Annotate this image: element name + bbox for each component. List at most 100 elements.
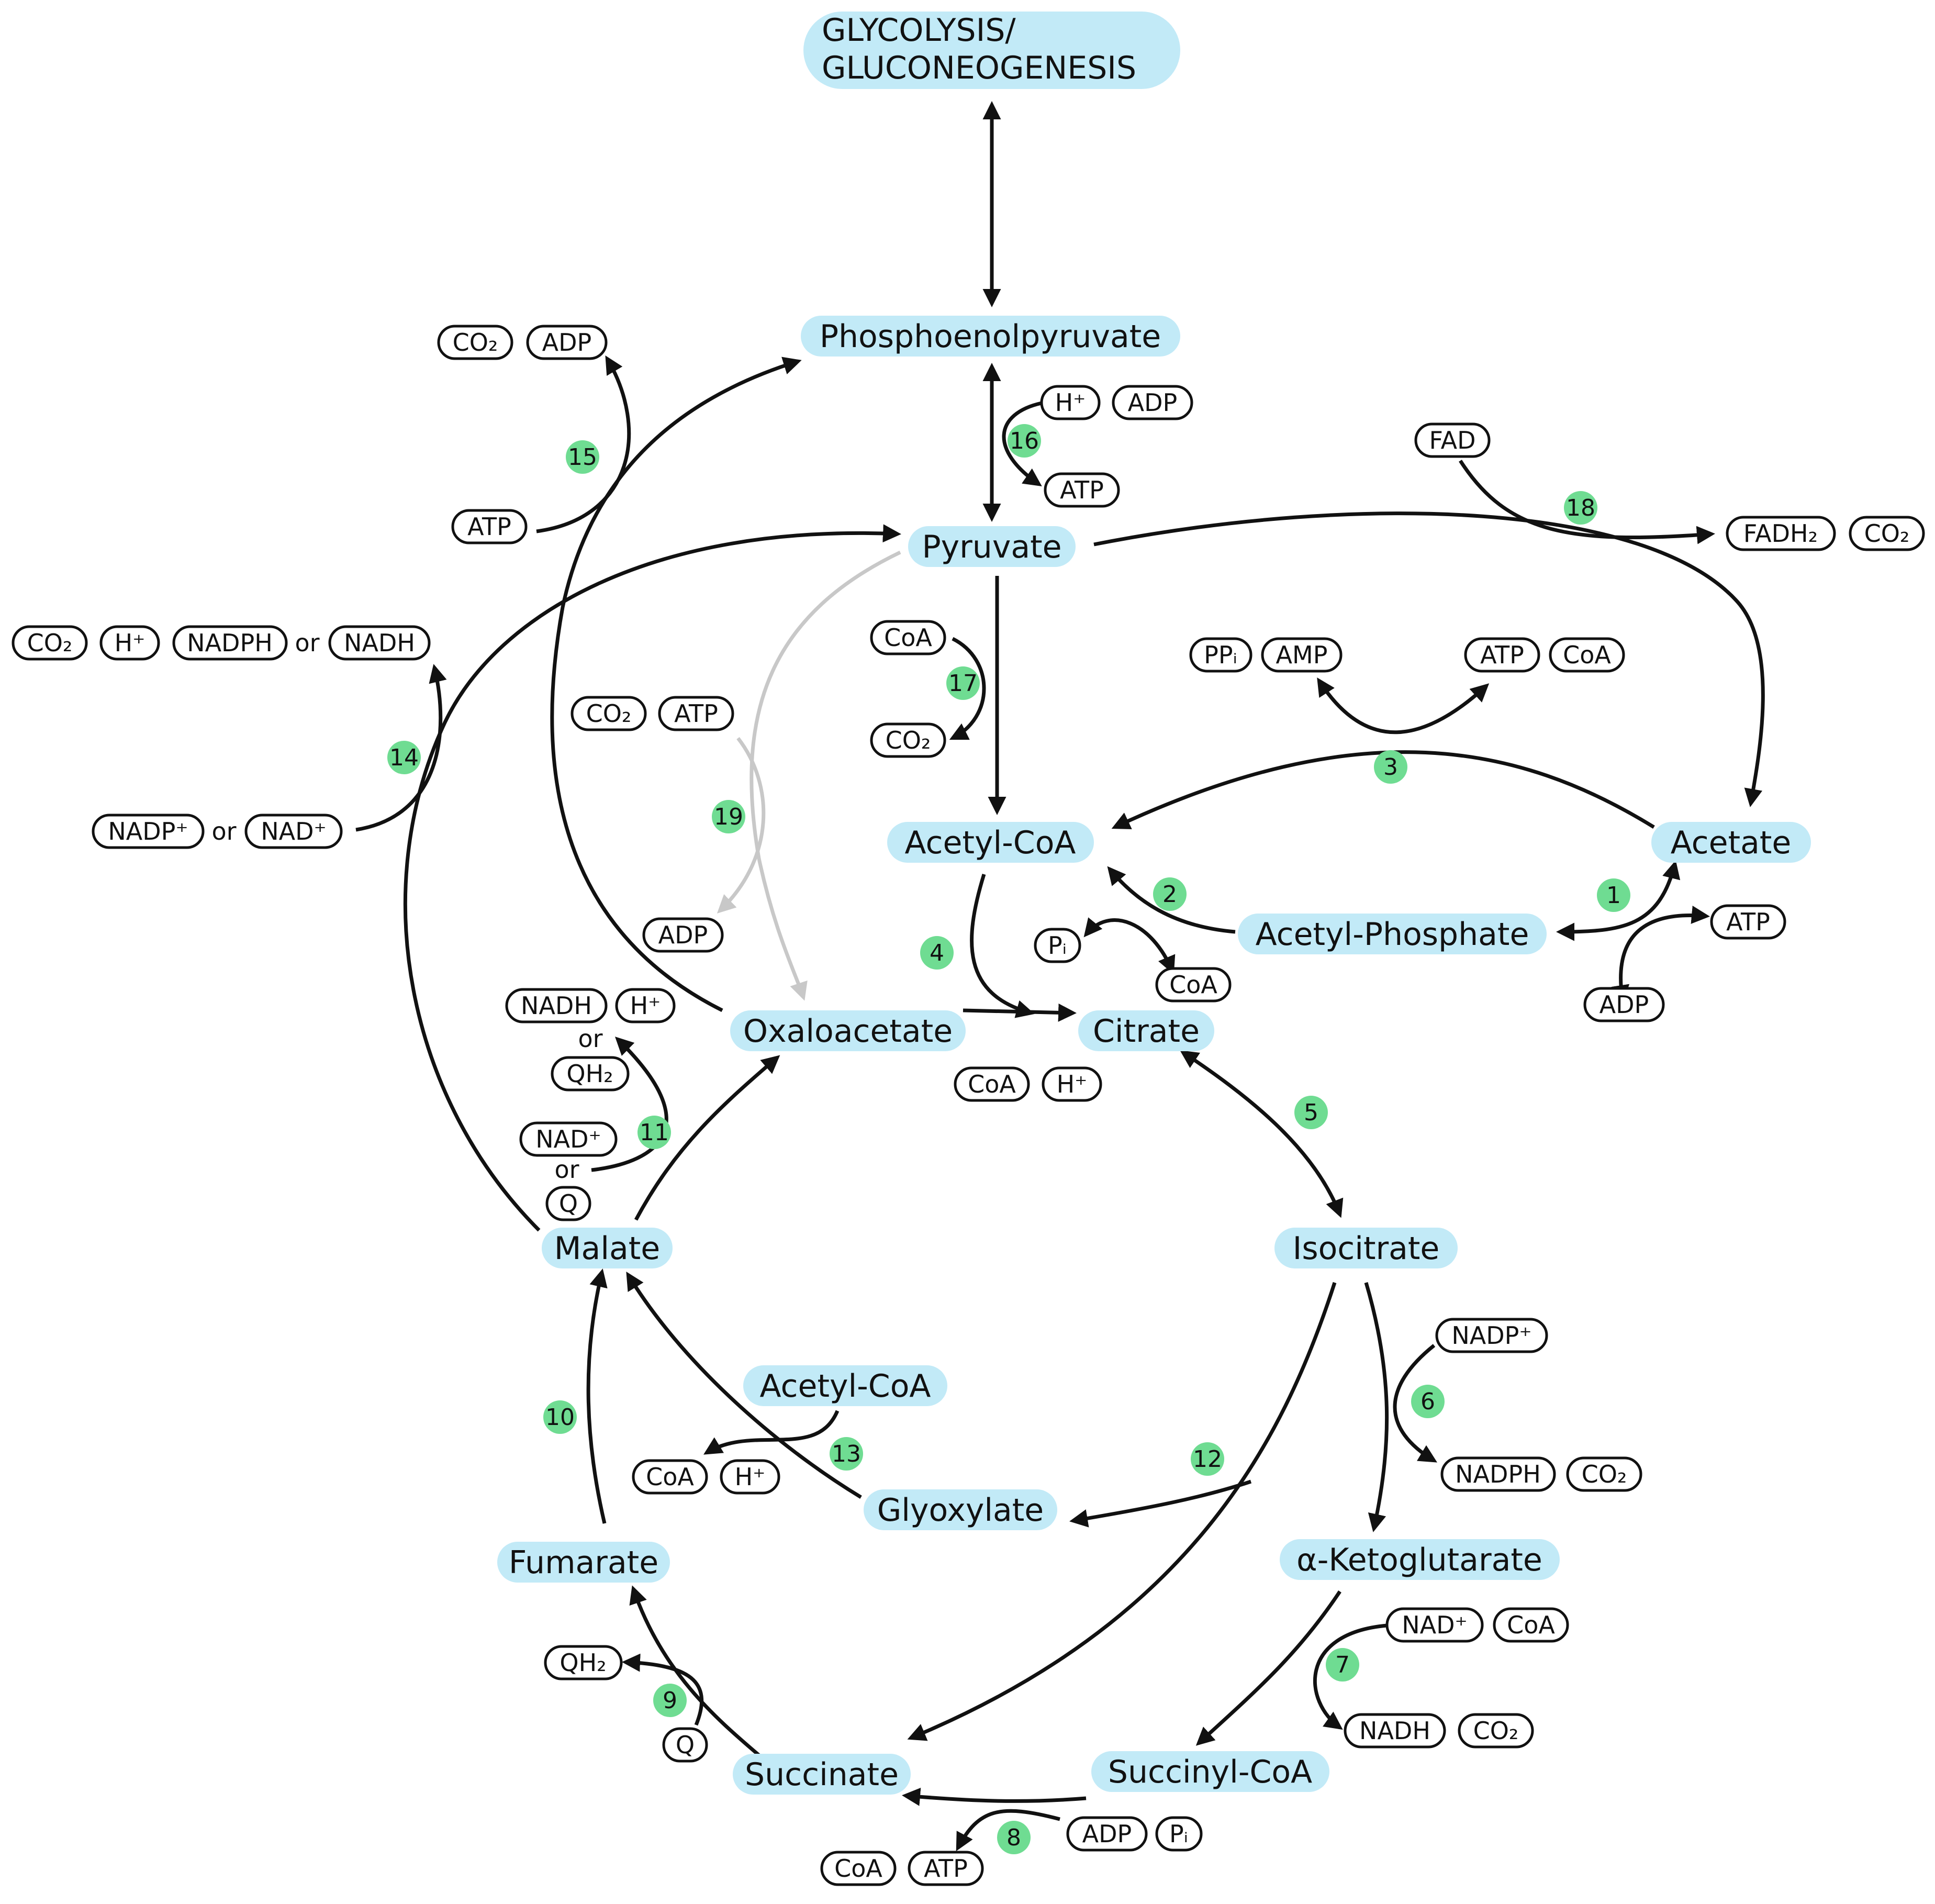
svg-text:CoA: CoA	[1507, 1611, 1555, 1639]
step-badge-4: 4	[920, 936, 954, 970]
cofactor-coa: CoA	[632, 1459, 708, 1495]
fumarate-label: Fumarate	[509, 1544, 658, 1581]
cofactor-q: Q	[545, 1186, 591, 1221]
cofactor-hplus: H⁺	[99, 625, 160, 661]
arrow-isocitrate-glyoxylate	[1069, 1479, 1252, 1528]
svg-text:8: 8	[1006, 1824, 1021, 1851]
arrow-2-side	[1083, 917, 1176, 975]
step-badge-10: 10	[543, 1400, 577, 1434]
step-badge-14: 14	[387, 741, 421, 774]
cofactor-ppi: PPᵢ	[1189, 637, 1252, 673]
cofactor-coa: CoA	[870, 620, 946, 655]
node-pep: Phosphoenolpyruvate	[801, 316, 1180, 357]
svg-text:NAD⁺: NAD⁺	[535, 1125, 601, 1153]
svg-text:CO₂: CO₂	[1582, 1460, 1627, 1488]
cofactor-qh2: QH₂	[551, 1056, 630, 1092]
cofactor-atp: ATP	[451, 509, 528, 544]
arrow-15-side	[536, 355, 631, 533]
arrow-fumarate-malate	[586, 1268, 608, 1524]
step-badge-11: 11	[637, 1116, 671, 1149]
node-succinylcoa: Succinyl-CoA	[1091, 1751, 1329, 1792]
cofactor-fadh2: FADH₂	[1726, 516, 1836, 551]
svg-text:NADP⁺: NADP⁺	[1451, 1321, 1531, 1350]
step-badge-5: 5	[1294, 1096, 1328, 1129]
cofactor-co2: CO₂	[870, 722, 946, 758]
arrows	[355, 101, 1765, 1852]
citrate-label: Citrate	[1093, 1013, 1200, 1050]
step-badge-2: 2	[1153, 877, 1187, 911]
svg-text:ATP: ATP	[1480, 641, 1524, 669]
svg-text:17: 17	[948, 670, 978, 697]
node-acetate: Acetate	[1651, 822, 1811, 863]
step-badge-7: 7	[1326, 1648, 1359, 1682]
arrow-akg-succinylcoa	[1195, 1590, 1341, 1746]
cofactor-nadp: NADP⁺	[1435, 1318, 1548, 1353]
svg-text:NADH: NADH	[344, 629, 415, 657]
svg-text:NADH: NADH	[1359, 1717, 1430, 1745]
svg-text:Q: Q	[676, 1731, 695, 1759]
cofactor-hplus: H⁺	[1040, 385, 1101, 420]
malate-label: Malate	[554, 1230, 660, 1267]
arrow-16-side	[1002, 401, 1042, 486]
cofactor-hplus: H⁺	[615, 988, 676, 1023]
node-fumarate: Fumarate	[497, 1542, 670, 1583]
pep-label: Phosphoenolpyruvate	[820, 318, 1161, 355]
step-badge-12: 12	[1191, 1442, 1224, 1476]
node-pyruvate: Pyruvate	[908, 526, 1076, 567]
svg-text:Pᵢ: Pᵢ	[1048, 931, 1067, 960]
arrow-6-side	[1393, 1344, 1438, 1463]
akg-label: α-Ketoglutarate	[1296, 1542, 1542, 1578]
cofactor-nadph: NADPH	[1440, 1456, 1556, 1492]
svg-text:FADH₂: FADH₂	[1743, 519, 1818, 548]
cofactor-nad: NAD⁺	[244, 814, 343, 849]
node-citrate: Citrate	[1078, 1010, 1214, 1051]
arrow-acetylcoa-citrate	[970, 873, 1035, 1018]
cofactor-co2: CO₂	[437, 325, 513, 360]
svg-text:12: 12	[1193, 1446, 1222, 1473]
succinate-label: Succinate	[745, 1756, 899, 1793]
oaa-label: Oxaloacetate	[743, 1013, 953, 1050]
arrow-citrate-isocitrate	[1180, 1050, 1344, 1218]
pyruvate-label: Pyruvate	[922, 529, 1061, 565]
arrow-7-side	[1313, 1623, 1388, 1730]
arrow-malate-pyruvate	[403, 524, 901, 1232]
cofactor-nad: NAD⁺	[1385, 1607, 1484, 1643]
step-badge-17: 17	[946, 666, 980, 700]
cofactor-co2: CO₂	[1566, 1456, 1642, 1492]
svg-text:ATP: ATP	[674, 699, 718, 728]
svg-text:NADP⁺: NADP⁺	[108, 817, 188, 845]
cofactor-adp: ADP	[1583, 987, 1665, 1022]
arrow-8-side	[956, 1809, 1060, 1852]
svg-text:H⁺: H⁺	[630, 992, 661, 1020]
svg-text:CoA: CoA	[834, 1854, 882, 1883]
step-badge-6: 6	[1411, 1385, 1445, 1418]
svg-text:CO₂: CO₂	[1864, 519, 1910, 548]
svg-text:CoA: CoA	[646, 1463, 694, 1491]
cofactor-adp: ADP	[642, 917, 724, 953]
svg-text:CO₂: CO₂	[453, 328, 498, 357]
node-succinate: Succinate	[733, 1754, 911, 1795]
svg-text:19: 19	[714, 804, 743, 830]
or-label: or	[211, 817, 236, 845]
svg-text:CO₂: CO₂	[27, 629, 73, 657]
svg-text:CoA: CoA	[968, 1070, 1016, 1098]
step-badge-13: 13	[830, 1437, 863, 1471]
svg-text:15: 15	[568, 444, 597, 471]
step-badge-19: 19	[712, 800, 745, 833]
svg-text:QH₂: QH₂	[566, 1060, 613, 1088]
acetylcoa-label: Acetyl-CoA	[905, 825, 1076, 861]
step-badge-9: 9	[653, 1684, 687, 1717]
svg-text:10: 10	[545, 1404, 575, 1431]
glyoxylate-label: Glyoxylate	[877, 1492, 1044, 1529]
svg-text:4: 4	[930, 940, 944, 966]
svg-text:ATP: ATP	[467, 513, 511, 541]
arrow-pyruvate-acetate	[1093, 511, 1765, 807]
cofactor-co2: CO₂	[571, 696, 647, 731]
step-badge-18: 18	[1564, 491, 1597, 525]
svg-text:ADP: ADP	[1128, 388, 1178, 417]
svg-text:16: 16	[1010, 428, 1039, 454]
step-badge-8: 8	[997, 1821, 1031, 1854]
svg-text:Pᵢ: Pᵢ	[1169, 1820, 1188, 1848]
arrow-glyoxylate-malate	[626, 1272, 862, 1499]
